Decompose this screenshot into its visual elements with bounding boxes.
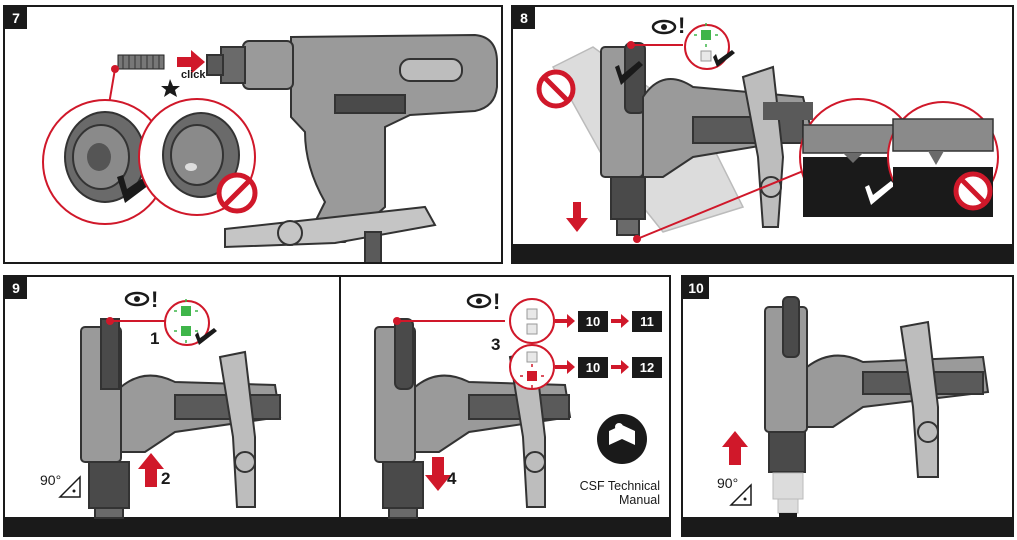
substep-4-label: 4 [447,469,457,488]
nailer-tool-right [374,318,572,519]
click-star-icon [161,79,180,97]
arrow-right-icon [555,314,575,328]
led-icon [520,364,544,388]
arrow-right-icon [611,360,629,374]
eye-alert-mark: ! [678,13,686,38]
ref-fail-to: 12 [632,357,662,378]
nailer-tool-left [80,318,282,519]
eye-icon [651,19,677,35]
step-number-10: 10 [683,277,709,299]
panel-step-9: 9 [3,275,671,537]
checkmark-icon [713,50,735,67]
good-nosepiece-zoom [42,99,168,225]
led-icon [694,23,718,62]
checkmark-icon [195,328,217,345]
step-number-9: 9 [5,277,27,299]
bolt-insert [117,54,165,70]
arrow-down-icon [566,202,588,232]
floor [683,517,1012,535]
floor [5,517,669,535]
substep-2-label: 2 [161,469,171,488]
step-10-illustration [722,296,990,521]
subpanel-divider [339,277,341,535]
eye-alert-mark: ! [493,289,501,314]
floor [513,244,1012,262]
step-7-illustration [42,33,498,262]
angle-label: 90° [717,475,739,491]
led-icon [174,299,198,343]
arrow-up-icon [722,431,748,465]
tool-ghost-lowered [772,472,804,514]
step-8-illustration [536,19,999,243]
nailer-tool [764,296,990,478]
step-number-8: 8 [513,7,535,29]
arrow-right-icon [555,360,575,374]
prohibited-icon [536,69,576,109]
step-number-7: 7 [5,7,27,29]
arrow-down-icon [425,457,451,491]
right-angle-icon [729,483,752,506]
eye-alert-mark: ! [151,287,159,312]
checkmark-icon [615,61,643,85]
click-label: click [181,69,206,81]
bad-nosepiece-zoom [138,98,258,216]
manual-label: CSF Technical Manual [579,479,660,507]
ref-ok-to: 11 [632,311,662,332]
prohibited-icon [953,171,993,211]
panel-step-10: 10 90° [681,275,1014,537]
panel-step-7: 7 [3,5,503,264]
checkmark-icon [865,181,895,205]
step-9-illustration [58,291,647,519]
drill-tool [206,33,498,262]
arrow-right-icon [177,50,205,74]
ref-fail-from: 10 [578,357,608,378]
angle-label: 90° [40,472,62,488]
ref-ok-from: 10 [578,311,608,332]
substep-1-label: 1 [150,329,160,348]
substep-3-label: 3 [491,335,501,354]
panel-step-8: 8 [511,5,1014,264]
right-angle-icon [58,475,81,498]
arrow-up-icon [138,453,164,487]
arrow-right-icon [611,314,629,328]
bad-contact-zoom [887,101,999,217]
eye-icon [124,291,150,307]
manual-reader-icon [597,414,647,464]
eye-icon [466,293,492,309]
prohibited-icon [216,172,258,214]
